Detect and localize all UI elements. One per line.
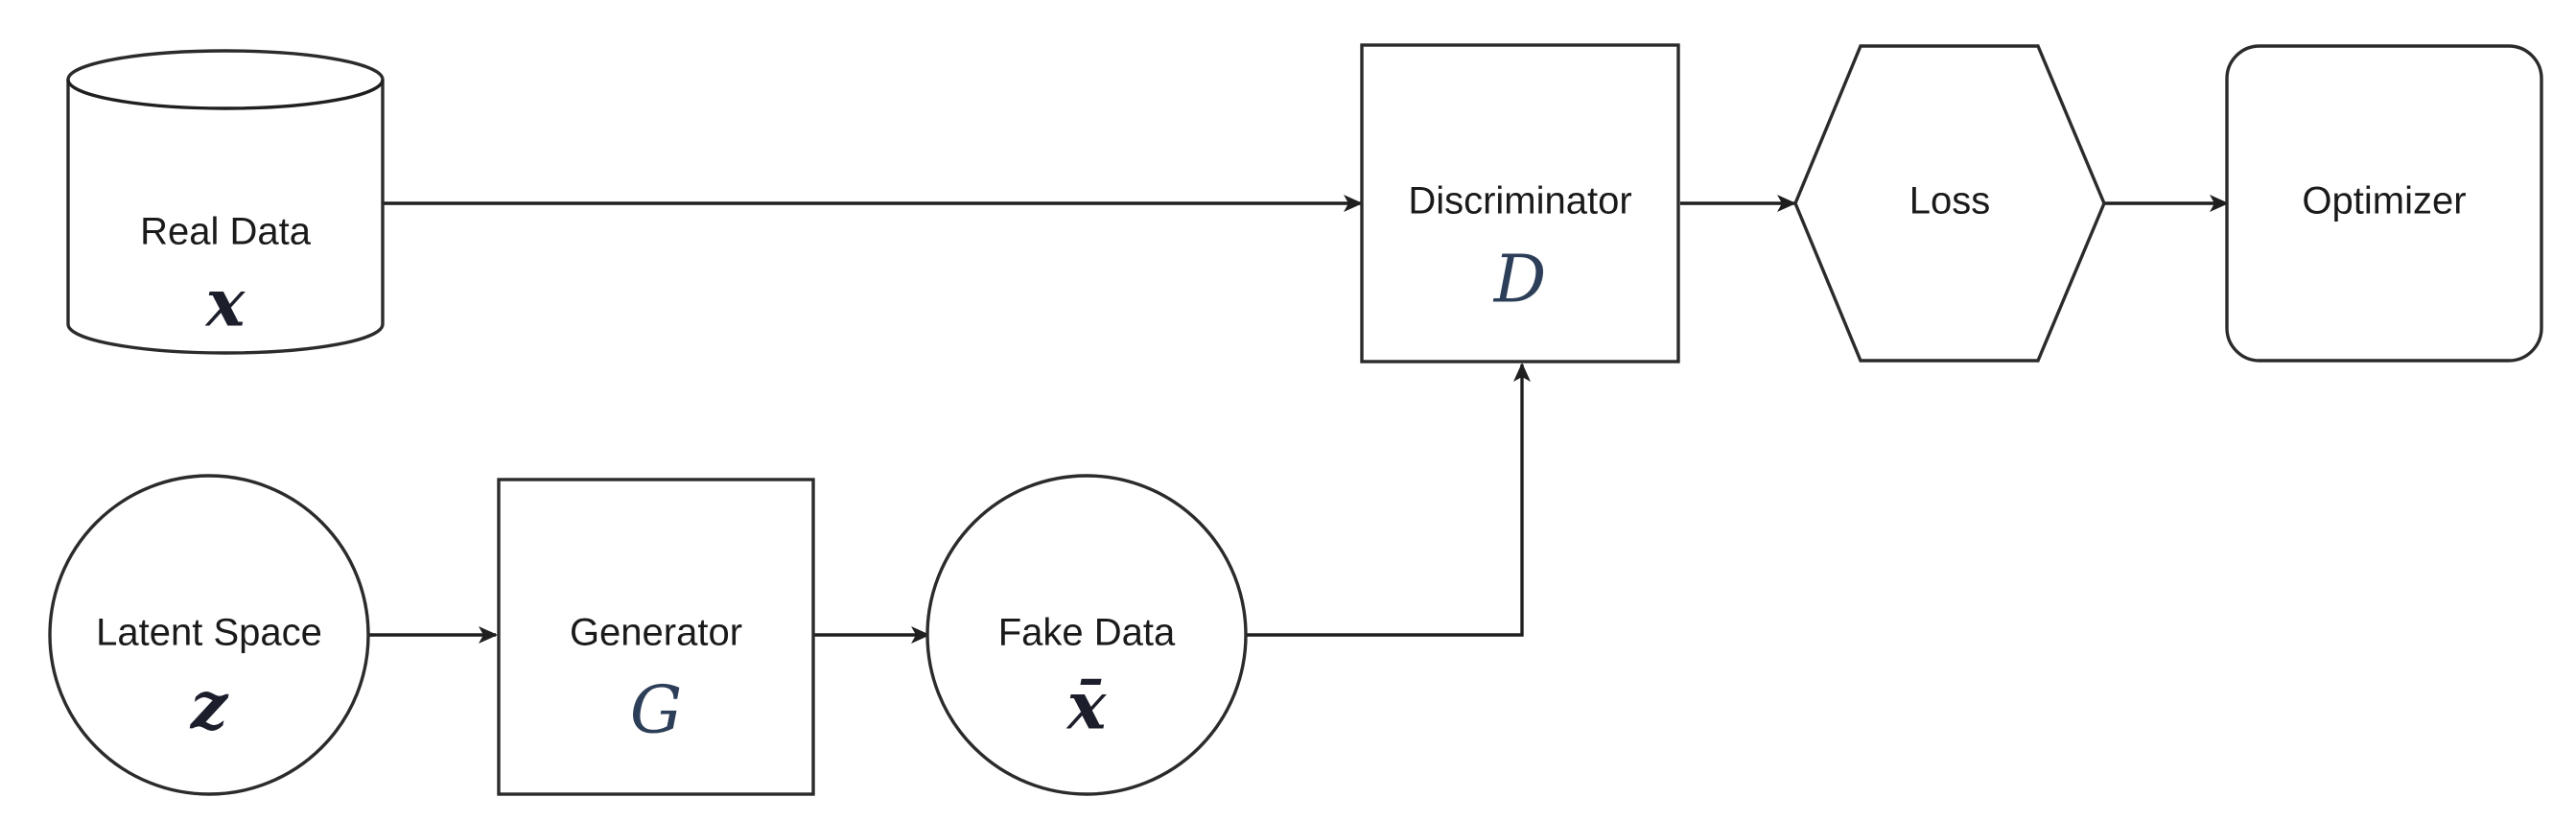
optimizer-box [2225,44,2543,363]
node-generator: Generator G [497,478,815,796]
node-real-data: Real Data x [66,49,385,355]
node-loss: Loss [1793,44,2106,363]
latent-space-symbol: z [190,669,229,745]
fake-data-symbol: x̄ [1066,669,1108,745]
generator-box [497,478,815,796]
generator-symbol: G [630,673,682,749]
cylinder-shape [66,49,385,355]
node-fake-data: Fake Data x̄ [925,474,1248,796]
latent-space-circle [48,474,370,796]
real-data-label: Real Data [140,211,312,253]
fake-data-label: Fake Data [998,612,1176,654]
loss-hexagon [1793,44,2106,363]
loss-label: Loss [1909,180,1991,223]
generator-label: Generator [570,612,742,654]
fake-data-circle [925,474,1248,796]
discriminator-label: Discriminator [1408,180,1631,223]
cylinder-top-rim [66,79,385,110]
discriminator-symbol: D [1492,243,1547,318]
real-data-symbol: x [204,266,246,342]
edge-fake-data-to-discriminator [1247,363,1531,637]
discriminator-box [1360,43,1680,364]
edges [369,195,2229,644]
latent-space-label: Latent Space [96,612,322,654]
node-discriminator: Discriminator D [1360,43,1680,364]
node-latent-space: Latent Space z [48,474,370,796]
node-optimizer: Optimizer [2225,44,2543,363]
optimizer-label: Optimizer [2302,180,2466,223]
